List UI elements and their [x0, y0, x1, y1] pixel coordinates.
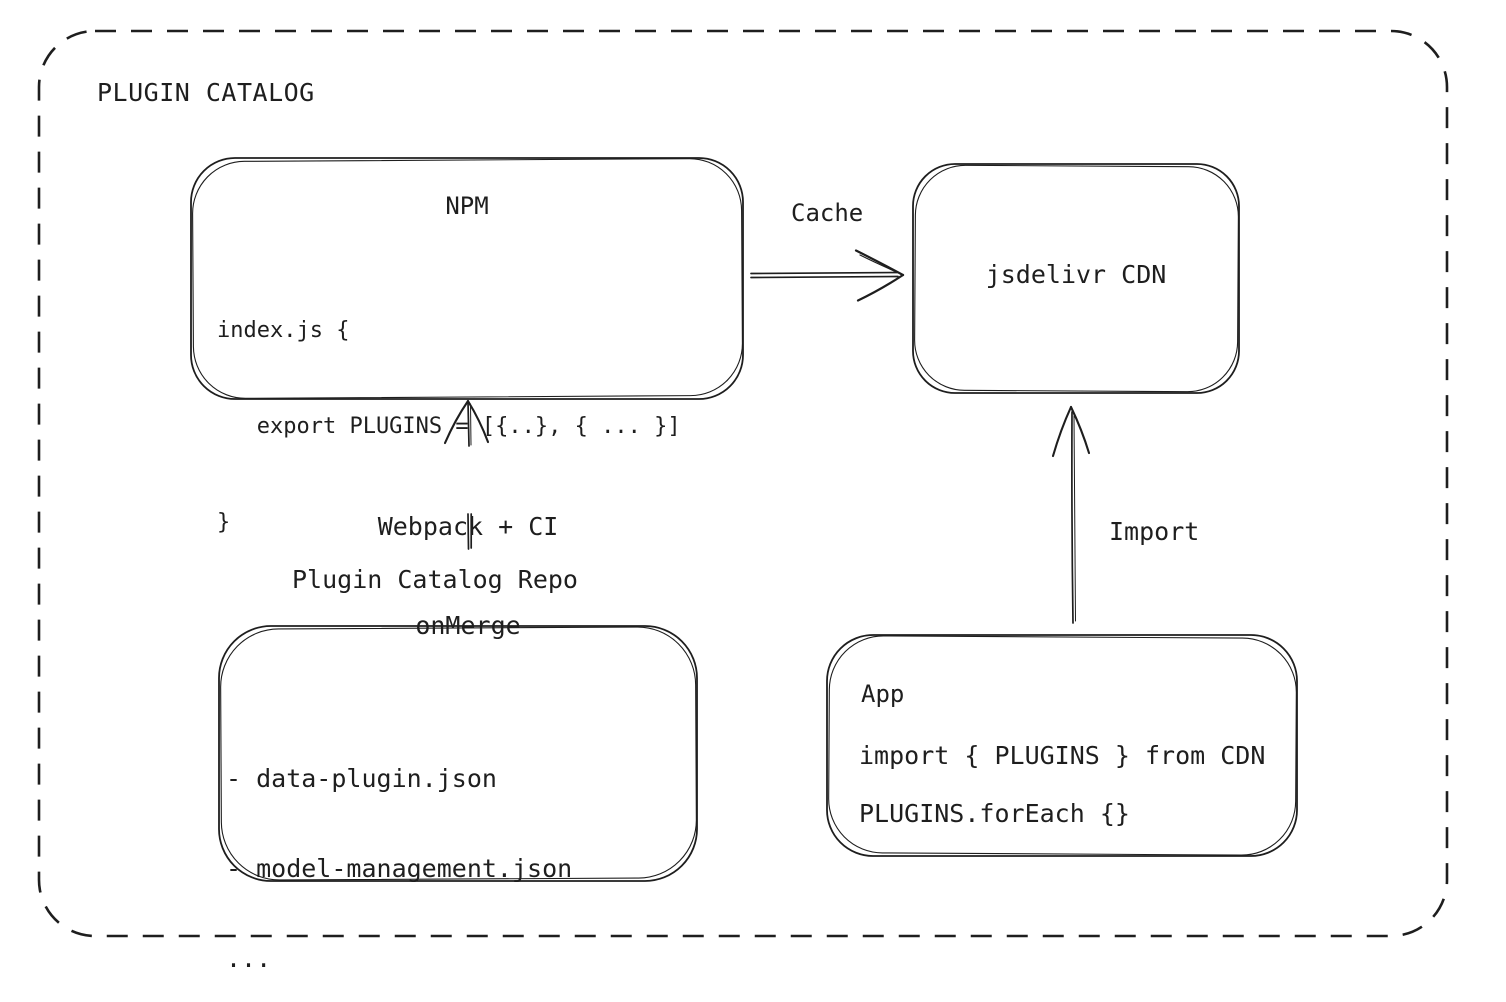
- app-node-shape: [826, 634, 1298, 857]
- repo-file-list: - data-plugin.json - model-management.js…: [226, 704, 572, 1002]
- npm-node-title: NPM: [445, 192, 489, 220]
- build-edge-label-line: Webpack + CI: [377, 512, 559, 541]
- repo-file-item: - data-plugin.json: [226, 764, 497, 793]
- build-edge-label-line: onMerge: [415, 611, 521, 640]
- cache-arrow: [750, 249, 905, 302]
- import-edge-label: Import: [1109, 517, 1200, 546]
- npm-code-block: index.js { export PLUGINS = [{..}, { ...…: [217, 251, 681, 603]
- import-arrow: [1051, 405, 1091, 624]
- repo-node-shape: [218, 625, 698, 882]
- npm-code-line: export PLUGINS = [{..}, { ... }]: [217, 414, 681, 439]
- repo-file-item: ...: [226, 944, 272, 973]
- plugin-catalog-boundary: [37, 29, 1449, 938]
- cdn-node-title: jsdelivr CDN: [985, 260, 1167, 289]
- repo-file-item: - model-management.json: [226, 854, 573, 883]
- diagram-title: PLUGIN CATALOG: [97, 78, 315, 107]
- build-arrow: [443, 399, 490, 550]
- npm-code-line: }: [217, 510, 231, 535]
- app-code-line-import: import { PLUGINS } from CDN: [859, 741, 1266, 770]
- app-node-title: App: [861, 680, 905, 708]
- npm-code-line: index.js {: [217, 318, 350, 343]
- build-edge-label: Webpack + CI onMerge: [318, 444, 618, 708]
- cache-edge-label: Cache: [791, 199, 864, 227]
- app-code-line-foreach: PLUGINS.forEach {}: [859, 799, 1130, 828]
- repo-node-label: Plugin Catalog Repo: [292, 565, 578, 594]
- npm-node-shape: [190, 157, 744, 400]
- cdn-node-shape: [912, 163, 1240, 394]
